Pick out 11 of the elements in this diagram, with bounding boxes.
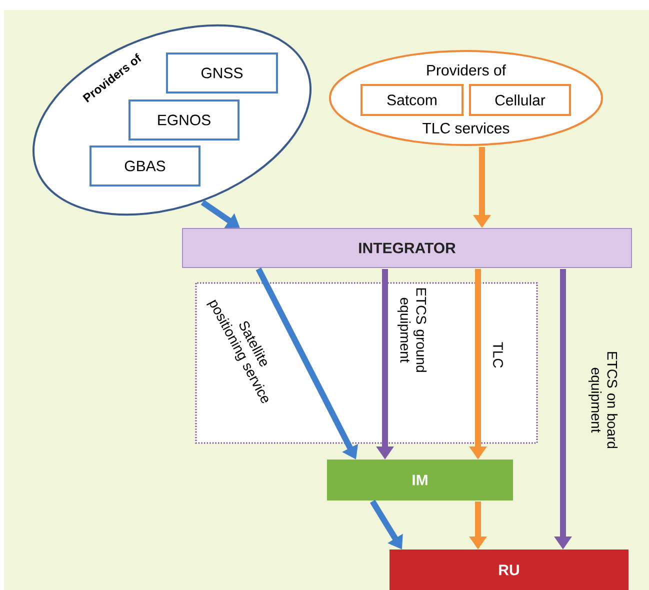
service-box: GBAS	[90, 146, 200, 186]
service-box: EGNOS	[128, 100, 240, 140]
service-box: Cellular	[469, 84, 571, 116]
service-box: GNSS	[166, 52, 278, 94]
role-bar: RU	[390, 550, 628, 590]
service-box: Satcom	[360, 84, 464, 116]
role-bar: INTEGRATOR	[182, 228, 632, 268]
role-bar: IM	[327, 460, 513, 500]
edge-label: TLC	[493, 342, 503, 368]
edge-label: ETCS ground equipment	[397, 288, 427, 372]
edge-label: ETCS on board equipment	[588, 352, 618, 448]
